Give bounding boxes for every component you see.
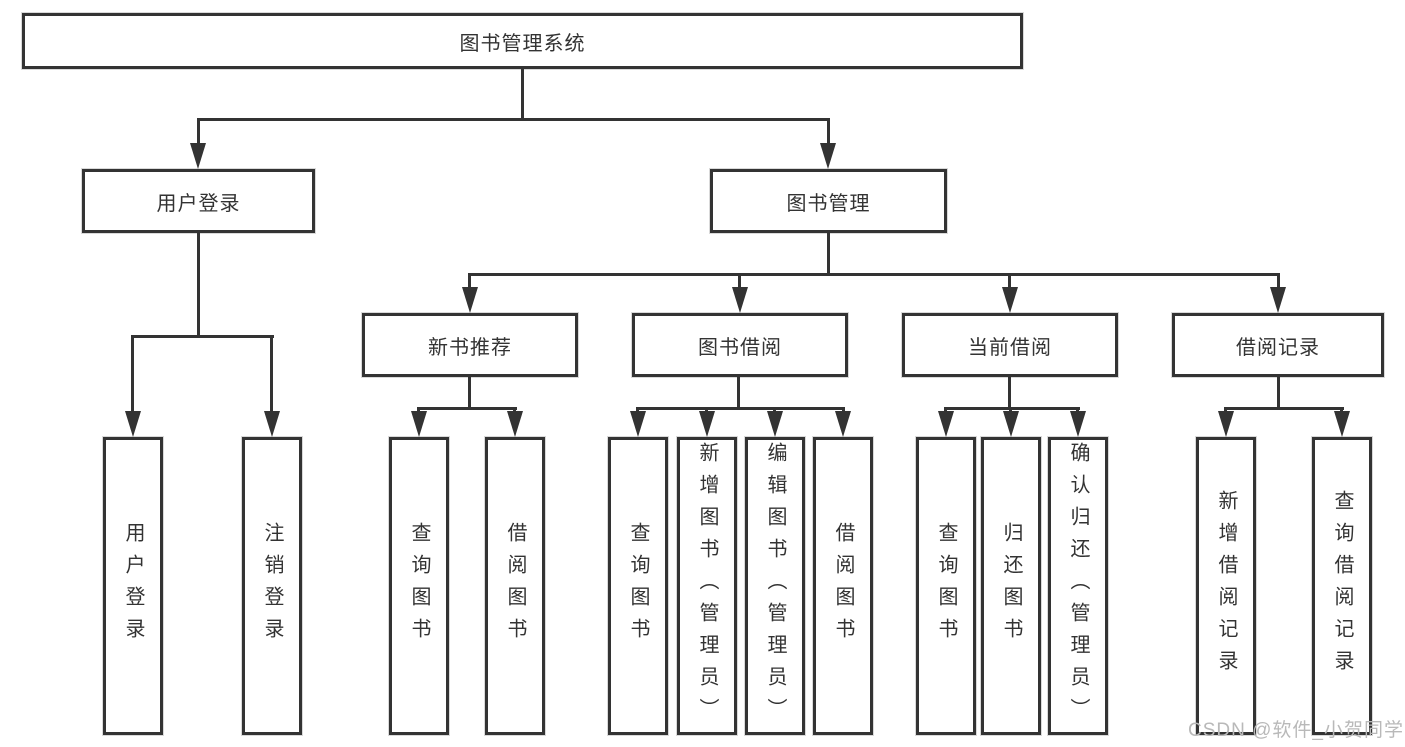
connector-line	[827, 118, 830, 152]
node-new-book-recommend: 新书推荐	[362, 313, 578, 377]
node-root-label: 图书管理系统	[459, 32, 586, 55]
arrowhead-down-icon	[264, 411, 280, 437]
arrowhead-down-icon	[462, 287, 478, 313]
arrowhead-down-icon	[767, 411, 783, 437]
leaf-query-books-borrow: 查询图书	[608, 437, 668, 735]
arrowhead-down-icon	[1334, 411, 1350, 437]
connector-line	[737, 377, 740, 410]
arrowhead-down-icon	[1270, 287, 1286, 313]
leaf-add-borrow-record: 新增借阅记录	[1196, 437, 1256, 735]
leaf-user-login: 用户登录	[103, 437, 163, 735]
leaf-query-books-current-label: 查询图书	[935, 522, 957, 650]
leaf-user-login-label: 用户登录	[122, 522, 144, 650]
arrowhead-down-icon	[1003, 411, 1019, 437]
connector-line	[468, 273, 471, 298]
connector-line	[131, 335, 134, 425]
connector-line	[738, 273, 741, 298]
connector-line	[197, 118, 830, 121]
connector-line	[417, 407, 517, 410]
connector-line	[521, 69, 524, 121]
arrowhead-down-icon	[125, 411, 141, 437]
leaf-borrow-books-recommend: 借阅图书	[485, 437, 545, 735]
node-book-borrow-label: 图书借阅	[698, 336, 782, 359]
arrowhead-down-icon	[835, 411, 851, 437]
node-book-borrow: 图书借阅	[632, 313, 848, 377]
leaf-borrow-books: 借阅图书	[813, 437, 873, 735]
node-new-book-recommend-label: 新书推荐	[428, 336, 512, 359]
node-user-login-label: 用户登录	[156, 192, 241, 215]
leaf-edit-books-admin: 编辑图书（管理员）	[745, 437, 805, 735]
connector-line	[1008, 377, 1011, 410]
connector-line	[1277, 273, 1280, 298]
csdn-watermark: CSDN @软件_小贺同学	[1188, 720, 1404, 741]
connector-line	[468, 273, 1280, 276]
arrowhead-down-icon	[411, 411, 427, 437]
leaf-query-books-recommend: 查询图书	[389, 437, 449, 735]
leaf-logout: 注销登录	[242, 437, 302, 735]
leaf-return-books-label: 归还图书	[1000, 522, 1022, 650]
leaf-add-books-admin-label: 新增图书（管理员）	[696, 442, 718, 730]
leaf-query-books-current: 查询图书	[916, 437, 976, 735]
leaf-query-borrow-record: 查询借阅记录	[1312, 437, 1372, 735]
leaf-confirm-return-admin-label: 确认归还（管理员）	[1067, 442, 1089, 730]
arrowhead-down-icon	[938, 411, 954, 437]
leaf-confirm-return-admin: 确认归还（管理员）	[1048, 437, 1108, 735]
leaf-borrow-books-recommend-label: 借阅图书	[504, 522, 526, 650]
connector-line	[944, 407, 1080, 410]
leaf-query-books-recommend-label: 查询图书	[408, 522, 430, 650]
arrowhead-down-icon	[507, 411, 523, 437]
connector-line	[131, 335, 274, 338]
leaf-add-books-admin: 新增图书（管理员）	[677, 437, 737, 735]
leaf-edit-books-admin-label: 编辑图书（管理员）	[764, 442, 786, 730]
node-book-management-label: 图书管理	[786, 192, 871, 215]
connector-line	[468, 377, 471, 410]
arrowhead-down-icon	[732, 287, 748, 313]
arrowhead-down-icon	[630, 411, 646, 437]
leaf-return-books: 归还图书	[981, 437, 1041, 735]
node-user-login: 用户登录	[82, 169, 315, 233]
leaf-add-borrow-record-label: 新增借阅记录	[1215, 490, 1237, 682]
leaf-borrow-books-label: 借阅图书	[832, 522, 854, 650]
node-current-borrow: 当前借阅	[902, 313, 1118, 377]
arrowhead-down-icon	[1002, 287, 1018, 313]
connector-line	[197, 118, 200, 152]
leaf-query-books-borrow-label: 查询图书	[627, 522, 649, 650]
connector-line	[1277, 377, 1280, 410]
arrowhead-down-icon	[699, 411, 715, 437]
arrowhead-down-icon	[820, 143, 836, 169]
arrowhead-down-icon	[1218, 411, 1234, 437]
node-current-borrow-label: 当前借阅	[968, 336, 1052, 359]
connector-line	[197, 233, 200, 338]
arrowhead-down-icon	[1070, 411, 1086, 437]
connector-line	[1008, 273, 1011, 298]
leaf-logout-label: 注销登录	[261, 522, 283, 650]
connector-line	[270, 335, 273, 425]
connector-line	[1224, 407, 1344, 410]
connector-line	[827, 233, 830, 276]
arrowhead-down-icon	[190, 143, 206, 169]
connector-line	[636, 407, 845, 410]
node-borrow-records-label: 借阅记录	[1236, 336, 1320, 359]
node-borrow-records: 借阅记录	[1172, 313, 1384, 377]
node-root: 图书管理系统	[22, 13, 1023, 69]
node-book-management: 图书管理	[710, 169, 947, 233]
leaf-query-borrow-record-label: 查询借阅记录	[1331, 490, 1353, 682]
